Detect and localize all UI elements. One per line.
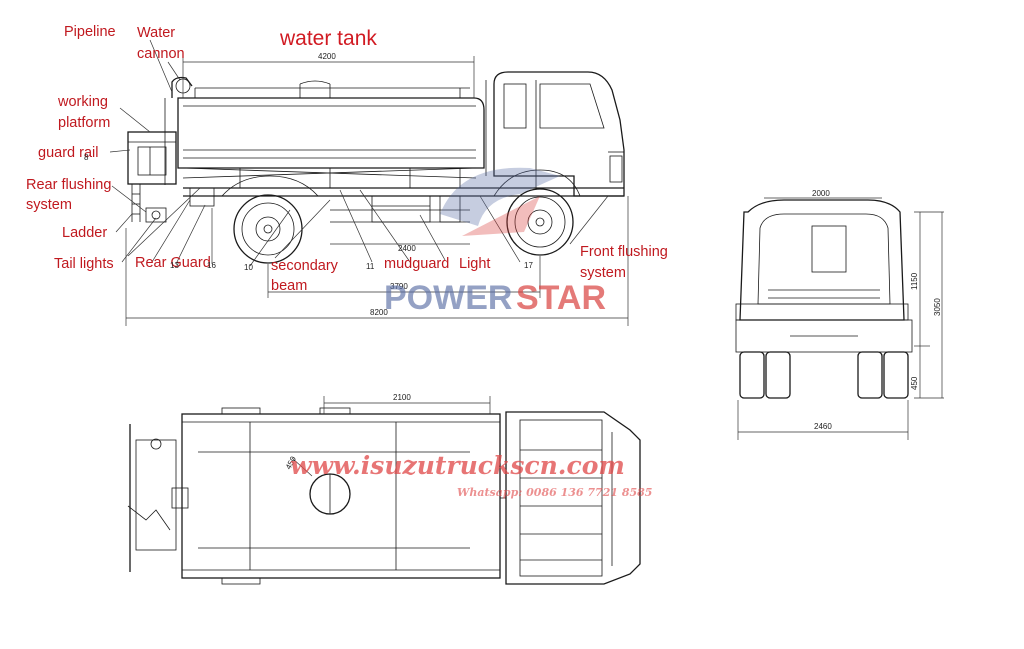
- top-view: [127, 396, 641, 585]
- dim-mid-span: 2400: [398, 244, 416, 253]
- dim-rear-height-lower: 450: [910, 376, 919, 390]
- label-ladder: Ladder: [62, 225, 107, 241]
- dim-rear-width-top: 2000: [812, 189, 830, 198]
- powerstar-watermark: POWER STAR: [384, 167, 606, 317]
- label-secondary-beam-2: beam: [271, 278, 307, 294]
- watermark-whatsapp: Whatsapp: 0086 136 7721 8585: [457, 486, 652, 499]
- label-secondary-beam-1: secondary: [271, 258, 339, 274]
- part-number: 8: [84, 153, 89, 162]
- dim-overall-height: 3050: [933, 298, 942, 316]
- dim-wheelbase: 3790: [390, 282, 408, 291]
- dim-overall-width: 2460: [814, 422, 832, 431]
- label-rear-flushing-1: Rear flushing: [26, 177, 111, 193]
- dim-overall-length: 8200: [370, 308, 388, 317]
- logo-arrow-icon: [462, 196, 540, 236]
- label-water-cannon-2: cannon: [137, 46, 185, 62]
- label-pipeline: Pipeline: [64, 24, 116, 40]
- label-working-platform-1: working: [57, 94, 108, 110]
- rear-view: [735, 197, 944, 440]
- part-number: 10: [244, 263, 253, 272]
- watermark-url: www.isuzutruckscn.com: [290, 451, 625, 480]
- label-rear-flushing-2: system: [26, 197, 72, 213]
- label-water-cannon-1: Water: [137, 25, 175, 41]
- part-number: 17: [524, 261, 533, 270]
- label-mudguard: mudguard: [384, 256, 449, 272]
- label-front-flushing-2: system: [580, 265, 626, 281]
- watermark-brand-power: POWER: [384, 279, 512, 317]
- logo-swoosh-icon: [440, 167, 560, 226]
- drawing-title: water tank: [279, 27, 377, 50]
- dim-rear-height-upper: 1150: [910, 272, 919, 290]
- dim-tank-length: 4200: [318, 52, 336, 61]
- watermark-brand-star: STAR: [516, 279, 606, 317]
- side-view: [109, 39, 629, 326]
- label-light: Light: [459, 256, 490, 272]
- part-number: 13: [170, 261, 179, 270]
- label-working-platform-2: platform: [58, 115, 110, 131]
- label-front-flushing-1: Front flushing: [580, 244, 668, 260]
- label-tail-lights: Tail lights: [54, 256, 114, 272]
- label-guard-rail: guard rail: [38, 145, 98, 161]
- part-number: 16: [207, 261, 216, 270]
- part-number: 11: [366, 262, 375, 271]
- dim-top-view-length: 2100: [393, 393, 411, 402]
- label-rear-guard: Rear Guard: [135, 255, 211, 271]
